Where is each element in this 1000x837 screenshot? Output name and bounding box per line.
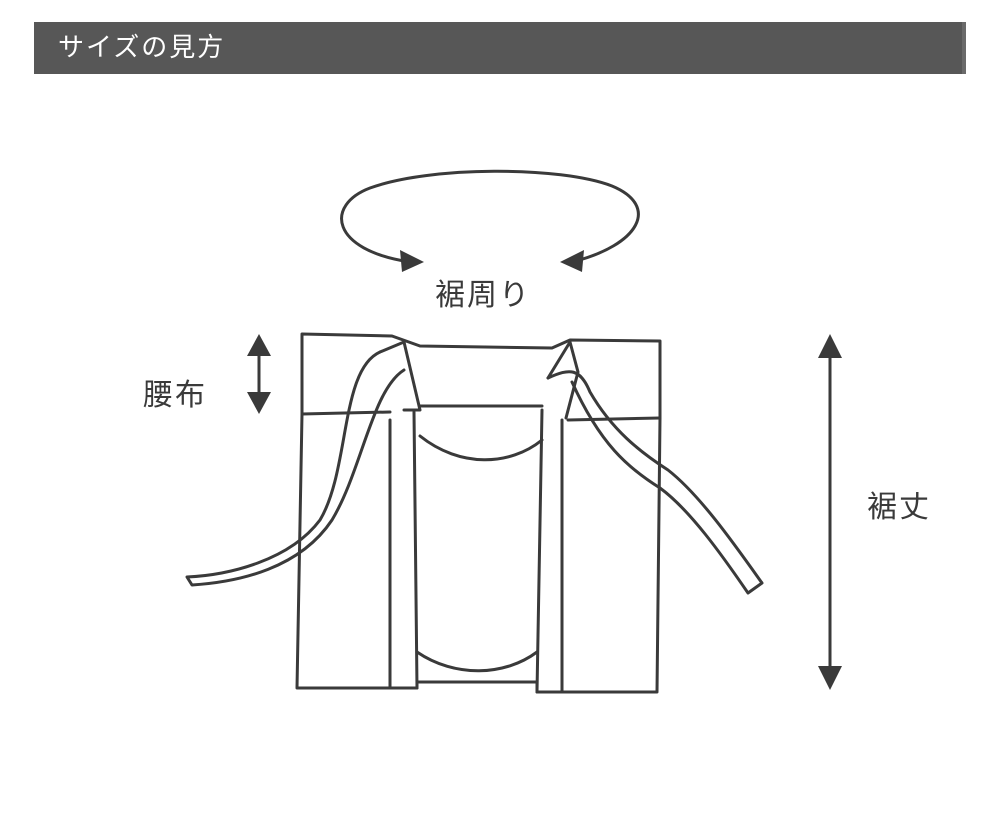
- section-header: サイズの見方: [34, 22, 966, 74]
- right-panel: [535, 408, 564, 694]
- left-fold: [378, 340, 422, 412]
- right-fold: [546, 340, 580, 420]
- waistband-label: 腰布: [143, 378, 207, 413]
- right-tie: [546, 370, 764, 595]
- waistband-arrow: [247, 334, 271, 414]
- left-tie: [185, 350, 406, 587]
- hem-circumference-arrow: [340, 169, 640, 264]
- arrowhead-left: [400, 250, 424, 272]
- skirt-outline: [295, 332, 662, 694]
- hem-length-label: 裾丈: [867, 490, 931, 525]
- section-title: サイズの見方: [58, 33, 226, 63]
- hem-circumference-label: 裾周り: [435, 278, 531, 313]
- hem-length-arrow: [818, 334, 842, 690]
- left-panel: [388, 410, 419, 690]
- arrowhead-right: [560, 250, 584, 272]
- inner-curve-bottom: [415, 650, 539, 673]
- inner-curve-top: [418, 434, 544, 462]
